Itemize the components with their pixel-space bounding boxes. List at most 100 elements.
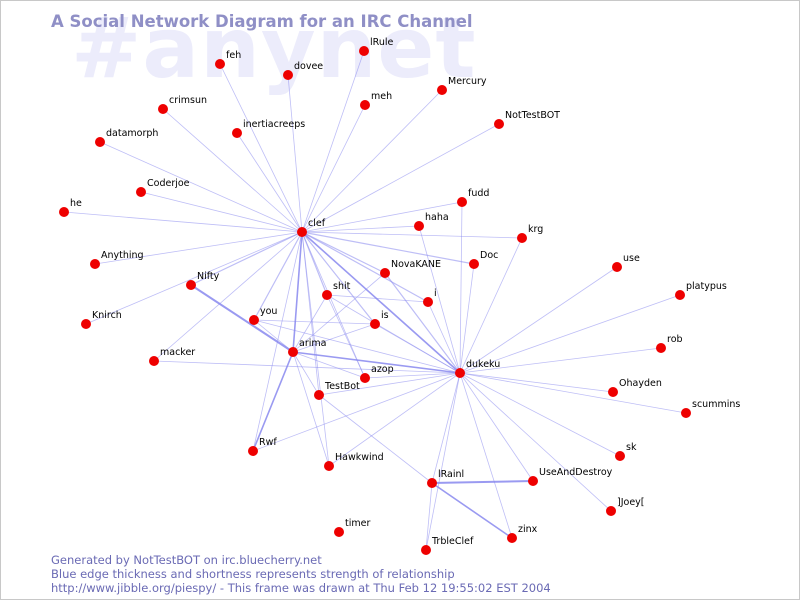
node-label: lRainl — [438, 469, 464, 480]
node-label: macker — [160, 347, 195, 358]
node-label: Coderjoe — [147, 178, 190, 189]
node-label: rob — [667, 334, 683, 345]
edge-clef-doc — [301, 231, 475, 265]
edge-clef-anything — [94, 231, 303, 265]
footer-generated-by: Generated by NotTestBOT on irc.bluecherr… — [51, 553, 322, 567]
node-dot — [232, 128, 242, 138]
edge-clef-knirch — [85, 231, 303, 325]
edge-joey-dukeku — [459, 372, 612, 512]
edge-layer — [63, 50, 687, 551]
node-fudd: fudd — [457, 188, 489, 207]
node-dot — [528, 476, 538, 486]
node-rwf: Rwf — [248, 437, 277, 456]
node-nottestbot: NotTestBOT — [494, 110, 560, 129]
node-label: NovaKANE — [391, 259, 441, 270]
node-dot — [615, 451, 625, 461]
node-krg: krg — [517, 224, 543, 243]
node-dot — [457, 197, 467, 207]
node-label: dukeku — [466, 359, 500, 370]
node-dovee: dovee — [283, 61, 323, 80]
node-lrule: lRule — [359, 37, 393, 56]
node-label: NotTestBOT — [505, 110, 560, 121]
node-label: arima — [299, 338, 326, 349]
node-hawkwind: Hawkwind — [324, 452, 384, 471]
node-lrainl: lRainl — [427, 469, 464, 488]
node-inertiacreeps: inertiacreeps — [232, 119, 305, 138]
node-label: he — [70, 198, 82, 209]
edge-shit-arima — [292, 294, 328, 353]
edge-trbleclef-dukeku — [425, 372, 461, 551]
node-dot — [423, 297, 433, 307]
edge-clef-you — [253, 231, 303, 321]
node-dot — [681, 408, 691, 418]
node-label: krg — [528, 224, 543, 235]
node-label: TrbleClef — [431, 536, 474, 547]
node-meh: meh — [360, 91, 392, 110]
edge-clef-inertiacreeps — [236, 132, 303, 233]
edge-lrainl-trbleclef — [425, 482, 433, 551]
edge-clef-fudd — [301, 201, 463, 233]
edge-clef-nottestbot — [301, 123, 500, 233]
node-trbleclef: TrbleClef — [421, 536, 474, 555]
edge-clef-is — [301, 231, 376, 325]
node-dot — [297, 227, 307, 237]
node-label: Anything — [101, 250, 144, 261]
node-dot — [380, 268, 390, 278]
node-label: platypus — [686, 281, 727, 292]
node-dot — [612, 262, 622, 272]
node-clef: clef — [297, 218, 326, 237]
node-label: feh — [226, 50, 241, 61]
node-label: meh — [371, 91, 392, 102]
edge-hawkwind-arima — [292, 351, 330, 467]
node-macker: macker — [149, 347, 195, 366]
node-datamorph: datamorph — [95, 128, 158, 147]
edge-you-dukeku — [253, 319, 461, 374]
node-label: is — [381, 310, 389, 321]
node-i: i — [423, 288, 437, 307]
edge-clef-crimsun — [162, 108, 303, 233]
node-scummins: scummins — [681, 399, 740, 418]
edge-clef-azop — [301, 231, 366, 379]
node-dot — [95, 137, 105, 147]
node-arima: arima — [288, 338, 326, 357]
node-label: Mercury — [448, 76, 487, 87]
edge-clef-mercury — [301, 89, 443, 233]
edge-zinx-dukeku — [459, 372, 513, 539]
footer-info: Generated by NotTestBOT on irc.bluecherr… — [51, 553, 551, 595]
edge-is-arima — [292, 323, 376, 353]
edge-testbot-arima — [292, 351, 320, 396]
node-nifty: Nifty — [186, 271, 220, 290]
node-timer: timer — [334, 518, 370, 537]
footer-url-timestamp: http://www.jibble.org/piespy/ - This fra… — [51, 581, 551, 595]
node-label: use — [623, 253, 640, 264]
edge-clef-dukeku — [301, 231, 461, 374]
node-dot — [675, 290, 685, 300]
footer-legend-note: Blue edge thickness and shortness repres… — [51, 567, 455, 581]
node-mercury: Mercury — [437, 76, 487, 95]
node-label: Rwf — [259, 437, 277, 448]
node-use: use — [612, 253, 640, 272]
node-dot — [249, 315, 259, 325]
edge-is-dukeku — [374, 323, 461, 374]
edge-novakane-dukeku — [384, 272, 461, 374]
edge-shit-i — [326, 294, 429, 303]
node-label: dovee — [294, 61, 323, 72]
node-label: crimsun — [169, 95, 207, 106]
node-coderjoe: Coderjoe — [136, 178, 190, 197]
node-label: haha — [425, 212, 449, 223]
node-label: shit — [333, 281, 351, 292]
node-shit: shit — [322, 281, 351, 300]
edge-ohayden-dukeku — [459, 372, 614, 393]
node-label: you — [260, 306, 277, 317]
node-dot — [158, 104, 168, 114]
node-dot — [494, 119, 504, 129]
edge-krg-dukeku — [459, 237, 523, 374]
edge-fudd-dukeku — [459, 201, 463, 374]
node-dot — [324, 461, 334, 471]
node-dot — [455, 368, 465, 378]
node-label: inertiacreeps — [243, 119, 305, 130]
node-rob: rob — [656, 334, 683, 353]
node-dot — [186, 280, 196, 290]
node-dot — [136, 187, 146, 197]
